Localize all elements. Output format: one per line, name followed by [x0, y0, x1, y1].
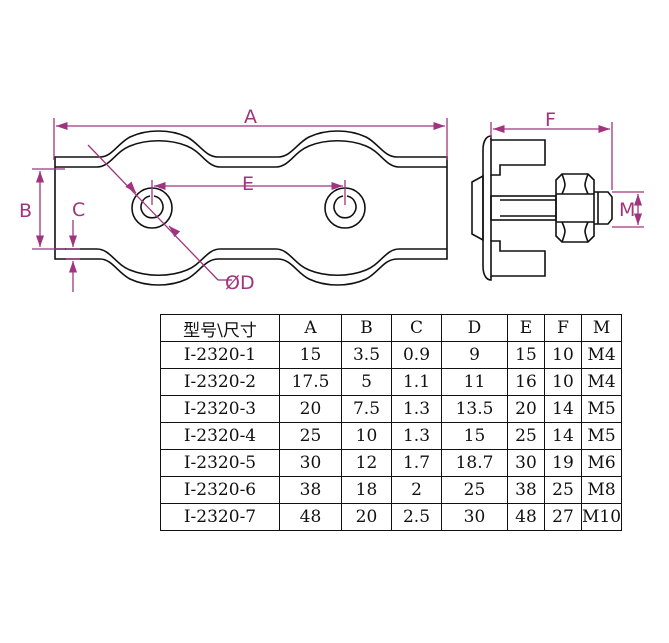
cell-c: 1.1 — [391, 368, 442, 396]
table-row: I-2320-5 30 12 1.7 18.7 30 19 M6 — [160, 449, 623, 477]
cell-a: 48 — [279, 503, 342, 531]
header-m: M — [580, 314, 623, 342]
header-f: F — [544, 314, 582, 342]
cell-model: I-2320-6 — [160, 476, 280, 504]
cell-e: 20 — [507, 395, 545, 423]
cell-b: 12 — [341, 449, 392, 477]
table-row: I-2320-1 15 3.5 0.9 9 15 10 M4 — [160, 341, 623, 369]
cell-f: 14 — [544, 422, 582, 450]
dim-label-d: ØD — [225, 272, 255, 294]
cell-m: M4 — [580, 368, 623, 396]
cell-a: 20 — [279, 395, 342, 423]
cell-e: 15 — [507, 341, 545, 369]
cell-b: 18 — [341, 476, 392, 504]
table-row: I-2320-6 38 18 2 25 38 25 M8 — [160, 476, 623, 504]
cell-b: 20 — [341, 503, 392, 531]
header-e: E — [507, 314, 545, 342]
dimension-labels: A B C ØD E F M — [19, 106, 635, 294]
cell-f: 14 — [544, 395, 582, 423]
clamp-front-view — [54, 130, 448, 286]
header-a: A — [279, 314, 342, 342]
cell-c: 0.9 — [391, 341, 442, 369]
cell-model: I-2320-4 — [160, 422, 280, 450]
dim-label-b: B — [19, 200, 32, 222]
cell-b: 3.5 — [341, 341, 392, 369]
cell-b: 5 — [341, 368, 392, 396]
header-c: C — [391, 314, 442, 342]
cell-f: 19 — [544, 449, 582, 477]
table-row: I-2320-7 48 20 2.5 30 48 27 M10 — [160, 503, 623, 531]
cell-model: I-2320-7 — [160, 503, 280, 531]
dim-label-e: E — [242, 173, 254, 195]
cell-a: 38 — [279, 476, 342, 504]
cell-a: 25 — [279, 422, 342, 450]
cell-model: I-2320-5 — [160, 449, 280, 477]
cell-d: 11 — [441, 368, 508, 396]
cell-e: 30 — [507, 449, 545, 477]
cell-c: 1.3 — [391, 395, 442, 423]
cell-e: 38 — [507, 476, 545, 504]
cell-d: 9 — [441, 341, 508, 369]
header-b: B — [341, 314, 392, 342]
cell-c: 1.7 — [391, 449, 442, 477]
header-model-size: 型号\尺寸 — [160, 314, 280, 342]
cell-f: 10 — [544, 341, 582, 369]
cell-d: 25 — [441, 476, 508, 504]
cell-f: 10 — [544, 368, 582, 396]
cell-b: 10 — [341, 422, 392, 450]
dim-label-m: M — [619, 199, 635, 221]
cell-m: M10 — [580, 503, 623, 531]
table-row: I-2320-4 25 10 1.3 15 25 14 M5 — [160, 422, 623, 450]
cell-f: 25 — [544, 476, 582, 504]
cell-e: 48 — [507, 503, 545, 531]
dimension-lines — [32, 118, 644, 292]
cell-model: I-2320-2 — [160, 368, 280, 396]
table-row: I-2320-3 20 7.5 1.3 13.5 20 14 M5 — [160, 395, 623, 423]
cell-a: 30 — [279, 449, 342, 477]
cell-d: 18.7 — [441, 449, 508, 477]
cell-m: M8 — [580, 476, 623, 504]
cell-m: M5 — [580, 422, 623, 450]
cell-a: 15 — [279, 341, 342, 369]
header-d: D — [441, 314, 508, 342]
cell-c: 2 — [391, 476, 442, 504]
spec-table: 型号\尺寸 A B C D E F M I-2320-1 15 3.5 0.9 … — [160, 314, 623, 531]
cell-b: 7.5 — [341, 395, 392, 423]
cell-f: 27 — [544, 503, 582, 531]
table-row: I-2320-2 17.5 5 1.1 11 16 10 M4 — [160, 368, 623, 396]
dim-label-f: F — [545, 109, 556, 131]
dim-label-a: A — [244, 106, 257, 128]
cell-e: 16 — [507, 368, 545, 396]
cell-d: 30 — [441, 503, 508, 531]
cell-model: I-2320-1 — [160, 341, 280, 369]
cell-d: 13.5 — [441, 395, 508, 423]
clamp-side-view — [471, 135, 613, 281]
cell-c: 1.3 — [391, 422, 442, 450]
table-header-row: 型号\尺寸 A B C D E F M — [160, 314, 623, 342]
cell-model: I-2320-3 — [160, 395, 280, 423]
cell-c: 2.5 — [391, 503, 442, 531]
cell-e: 25 — [507, 422, 545, 450]
cell-a: 17.5 — [279, 368, 342, 396]
dim-label-c: C — [72, 199, 85, 221]
cell-m: M4 — [580, 341, 623, 369]
cell-m: M5 — [580, 395, 623, 423]
cell-d: 15 — [441, 422, 508, 450]
cell-m: M6 — [580, 449, 623, 477]
